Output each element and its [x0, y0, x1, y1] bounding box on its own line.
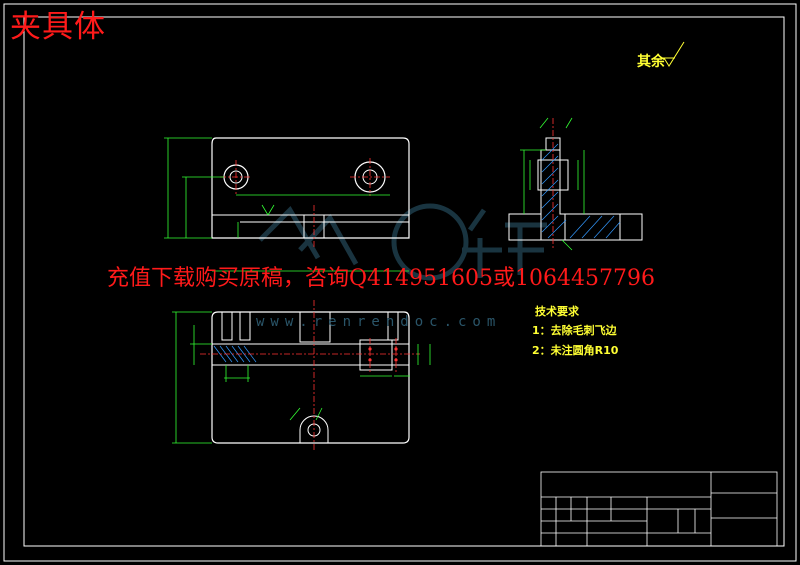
- watermark-logo-icon: [258, 203, 547, 281]
- title-block: [540, 471, 778, 547]
- tech-requirement-item: 1：去除毛刺飞边: [532, 324, 617, 337]
- watermark-url: www.renrendoc.com: [256, 314, 502, 330]
- roughness-note: 其余: [637, 54, 665, 70]
- side-view: [508, 117, 643, 251]
- promo-banner: 充值下载购买原稿，咨询Q414951605或1064457796: [107, 266, 655, 291]
- tech-requirements-heading: 技术要求: [535, 305, 579, 318]
- surface-roughness-icon: [662, 41, 685, 67]
- inner-frame: [23, 16, 785, 547]
- outer-frame: [3, 3, 797, 562]
- front-view: [172, 300, 431, 450]
- tech-requirement-item: 2：未注圆角R10: [532, 344, 619, 357]
- drawing-title: 夹具体: [10, 9, 106, 45]
- top-view: [164, 137, 410, 272]
